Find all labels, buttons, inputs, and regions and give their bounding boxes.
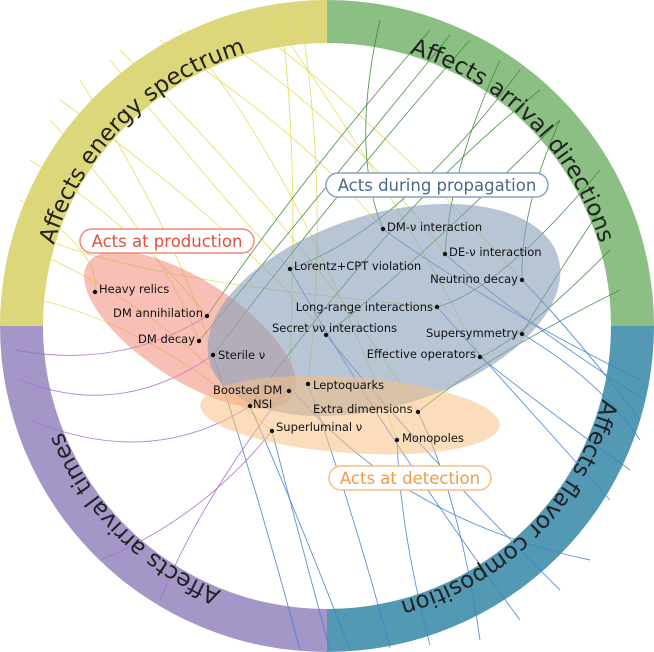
propagation-region [207,203,561,417]
item-superluminal-nu: Superluminal ν [269,420,362,434]
item-label: Effective operators [367,347,476,361]
energy-curves [19,9,523,441]
production-label-box [79,228,255,254]
item-long-range: Long-range interactions [296,300,440,314]
item-label: Monopoles [402,431,464,445]
item-supersymmetry: Supersymmetry [426,326,525,340]
item-dot [305,381,311,387]
item-dm-annihilation: DM annihilation [113,306,210,320]
item-dot [323,332,329,338]
detection-region [200,375,500,455]
ring-quadrant-energy [0,0,327,326]
item-label: Superluminal ν [276,420,362,434]
item-nsi: NSI [247,397,272,411]
item-dm-decay: DM decay [138,332,202,346]
item-dot [477,354,483,360]
item-dot [247,403,253,409]
item-dot [380,226,386,232]
ring-quadrant-flavor [327,326,654,652]
item-label: DM decay [138,332,195,346]
item-label: NSI [253,397,272,411]
item-monopoles: Monopoles [394,431,464,445]
item-dot [519,277,525,283]
item-dot [196,338,202,344]
item-dot [92,289,98,295]
production-label: Acts at production [92,232,243,251]
item-label: Heavy relics [99,282,169,296]
item-dot [286,388,292,394]
items: DM-ν interaction DE-ν interaction Lorent… [92,220,542,445]
item-dot [210,352,216,358]
item-de-nu-interaction: DE-ν interaction [442,245,542,259]
item-sterile-nu: Sterile ν [210,348,265,362]
detection-label: Acts at detection [340,469,480,488]
item-label: DM-ν interaction [387,220,482,234]
item-label: DE-ν interaction [449,245,542,259]
item-label: Leptoquarks [313,378,384,392]
item-label: Sterile ν [218,348,265,362]
item-dot [434,304,440,310]
region-labels: Acts at production Acts during propagati… [79,172,549,491]
item-label: Boosted DM [213,383,282,397]
item-dot [415,409,421,415]
ring-quadrant-directions [327,0,654,326]
item-boosted-dm: Boosted DM [213,383,292,397]
item-label: Neutrino decay [430,272,518,286]
item-label: Secret νν interactions [272,321,397,335]
item-label: Lorentz+CPT violation [294,259,421,273]
item-neutrino-decay: Neutrino decay [430,272,525,286]
item-extra-dimensions: Extra dimensions [313,402,421,416]
item-dot [287,266,293,272]
item-leptoquarks: Leptoquarks [305,378,384,392]
item-dot [442,251,448,257]
item-heavy-relics: Heavy relics [92,282,169,296]
item-label: Extra dimensions [313,402,413,416]
regions [84,203,561,455]
item-dot [269,428,275,434]
propagation-label: Acts during propagation [338,176,537,195]
item-dot [519,331,525,337]
item-dot [204,313,210,319]
item-lorentz-cpt: Lorentz+CPT violation [287,259,421,273]
connection-curves [14,9,646,651]
item-label: Long-range interactions [296,300,433,314]
ring-quadrant-times [0,326,327,652]
item-effective-operators: Effective operators [367,347,483,361]
item-dot [394,437,400,443]
item-dm-nu-interaction: DM-ν interaction [380,220,482,234]
item-label: DM annihilation [113,306,203,320]
propagation-label-box [325,172,549,198]
detection-label-box [328,465,492,491]
item-secret-nunu: Secret νν interactions [272,321,397,338]
item-label: Supersymmetry [426,326,518,340]
